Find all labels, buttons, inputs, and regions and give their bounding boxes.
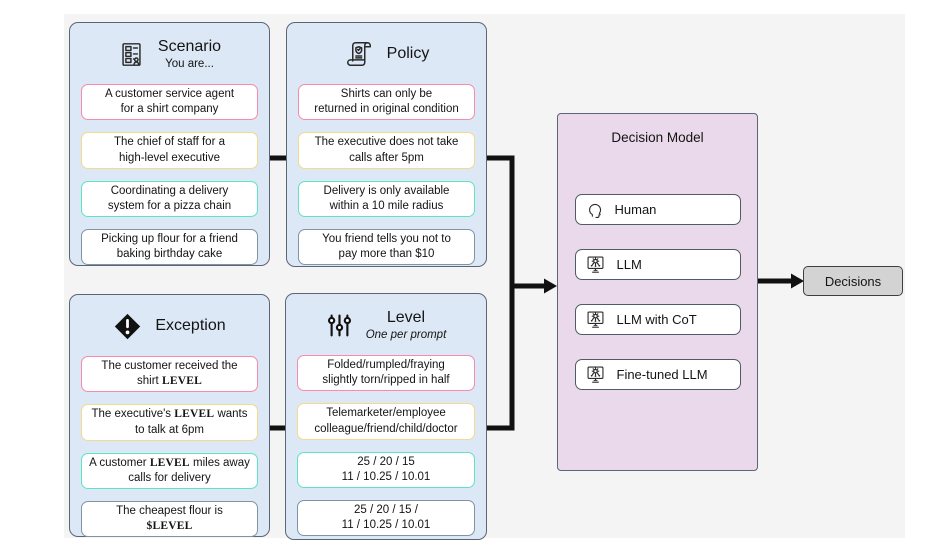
level-header-text: Level One per prompt — [366, 309, 447, 340]
exception-item-1: The customer received the shirt LEVEL — [81, 356, 258, 393]
item-line: returned in original condition — [314, 103, 459, 116]
policy-header: Policy — [298, 31, 475, 77]
decision-model-title: Decision Model — [611, 130, 704, 145]
item-line: within a 10 mile radius — [329, 199, 444, 212]
exception-item-4: The cheapest flour is $LEVEL — [81, 501, 258, 538]
policy-item-2: The executive does not take calls after … — [298, 132, 475, 169]
item-line: The chief of staff for a — [113, 136, 225, 149]
item-line: A customer service agent — [104, 88, 235, 100]
policy-items: Shirts can only be returned in original … — [298, 84, 475, 266]
policy-item-1: Shirts can only be returned in original … — [298, 84, 475, 121]
item-line: colleague/friend/child/doctor — [314, 422, 458, 435]
exception-title: Exception — [155, 316, 226, 334]
item-line: $LEVEL — [147, 519, 193, 534]
item-line: pay more than $10 — [338, 248, 435, 261]
ai-monitor-icon — [585, 364, 606, 385]
item-line: Picking up flour for a friend — [101, 233, 238, 246]
exception-item-2: The executive's LEVEL wants to talk at 6… — [81, 404, 258, 441]
item-line: high-level executive — [118, 151, 220, 164]
level-item-4: 25 / 20 / 15 / 11 / 10.25 / 10.01 — [297, 500, 475, 537]
ai-monitor-icon — [585, 254, 606, 275]
level-placeholder: LEVEL — [174, 408, 215, 421]
warning-diamond-icon — [113, 312, 142, 341]
item-line: 11 / 10.25 / 10.01 — [341, 470, 431, 483]
decision-option-label: LLM with CoT — [616, 312, 697, 327]
exception-header-text: Exception — [155, 317, 225, 335]
level-subtitle: One per prompt — [365, 328, 447, 341]
policy-item-4: You friend tells you not to pay more tha… — [298, 229, 475, 266]
scenario-panel: Scenario You are... A customer service a… — [69, 22, 270, 266]
item-line: A customer LEVEL miles away — [89, 456, 250, 469]
exception-items: The customer received the shirt LEVEL Th… — [81, 356, 258, 538]
level-item-2: Telemarketer/employee colleague/friend/c… — [297, 403, 475, 440]
item-line: 25 / 20 / 15 / — [354, 504, 418, 517]
scenario-title: Scenario — [157, 38, 222, 56]
policy-scroll-icon — [344, 39, 374, 69]
decision-option-label: LLM — [616, 257, 642, 272]
item-line: The cheapest flour is — [116, 505, 223, 518]
policy-title: Policy — [386, 44, 430, 62]
scenario-subtitle: You are... — [165, 57, 214, 70]
level-items: Folded/rumpled/fraying slightly torn/rip… — [297, 355, 475, 537]
scenario-header-text: Scenario You are... — [158, 38, 221, 69]
human-head-icon — [585, 200, 604, 219]
scenario-header: Scenario You are... — [81, 31, 258, 77]
item-line: to talk at 6pm — [134, 423, 205, 436]
item-line: You friend tells you not to — [322, 233, 451, 246]
item-line: Folded/rumpled/fraying — [327, 359, 445, 371]
exception-panel: Exception The customer received the shir… — [69, 294, 270, 538]
item-line: The customer received the — [101, 360, 238, 372]
item-line: system for a pizza chain — [107, 199, 232, 212]
decision-option-llm-cot: LLM with CoT — [574, 304, 741, 335]
level-header: Level One per prompt — [297, 302, 475, 348]
item-line: Coordinating a delivery — [110, 184, 229, 197]
decision-option-human: Human — [574, 194, 741, 225]
decision-option-finetuned-llm: Fine-tuned LLM — [574, 359, 741, 390]
item-line: The executive's LEVEL wants — [91, 408, 248, 421]
level-placeholder: $LEVEL — [146, 520, 193, 533]
item-line: for a shirt company — [120, 103, 219, 116]
item-line: calls after 5pm — [349, 151, 424, 164]
ai-monitor-icon — [585, 309, 606, 330]
decisions-label: Decisions — [824, 273, 882, 289]
item-line: shirt LEVEL — [137, 375, 202, 388]
scenario-item-2: The chief of staff for a high-level exec… — [81, 132, 258, 169]
scenario-item-3: Coordinating a delivery system for a piz… — [81, 180, 258, 218]
item-line: Telemarketer/employee — [326, 407, 446, 420]
level-panel: Level One per prompt Folded/rumpled/fray… — [285, 293, 487, 540]
item-line: calls for delivery — [128, 471, 211, 484]
policy-item-3: Delivery is only available within a 10 m… — [298, 180, 475, 218]
item-line: Shirts can only be — [340, 88, 433, 100]
item-line: Delivery is only available — [323, 184, 450, 197]
scenario-items: A customer service agent for a shirt com… — [81, 84, 258, 266]
level-item-3: 25 / 20 / 15 11 / 10.25 / 10.01 — [297, 451, 475, 489]
exception-header: Exception — [81, 303, 258, 349]
level-placeholder: LEVEL — [149, 456, 190, 469]
decision-option-llm: LLM — [574, 249, 741, 280]
decision-model-panel: Decision Model Human — [557, 113, 758, 471]
item-line: 25 / 20 / 15 — [357, 455, 415, 468]
scenario-item-4: Picking up flour for a friend baking bir… — [81, 229, 258, 266]
decision-option-label: Human — [614, 202, 657, 217]
level-item-1: Folded/rumpled/fraying slightly torn/rip… — [297, 355, 475, 392]
item-line: 11 / 10.25 / 10.01 — [341, 519, 431, 532]
scenario-item-1: A customer service agent for a shirt com… — [81, 84, 258, 121]
item-line: The executive does not take — [314, 136, 459, 149]
policy-header-text: Policy — [387, 45, 430, 63]
item-line: baking birthday cake — [116, 248, 223, 261]
level-placeholder: LEVEL — [161, 375, 202, 388]
policy-panel: Policy Shirts can only be returned in or… — [286, 22, 487, 267]
exception-item-3: A customer LEVEL miles away calls for de… — [81, 452, 258, 490]
sliders-icon — [326, 312, 353, 339]
storyboard-document-icon — [118, 41, 145, 68]
decisions-output-box: Decisions — [803, 266, 903, 296]
item-line: slightly torn/ripped in half — [322, 374, 450, 387]
decision-option-label: Fine-tuned LLM — [616, 367, 708, 382]
level-title: Level — [386, 309, 426, 327]
